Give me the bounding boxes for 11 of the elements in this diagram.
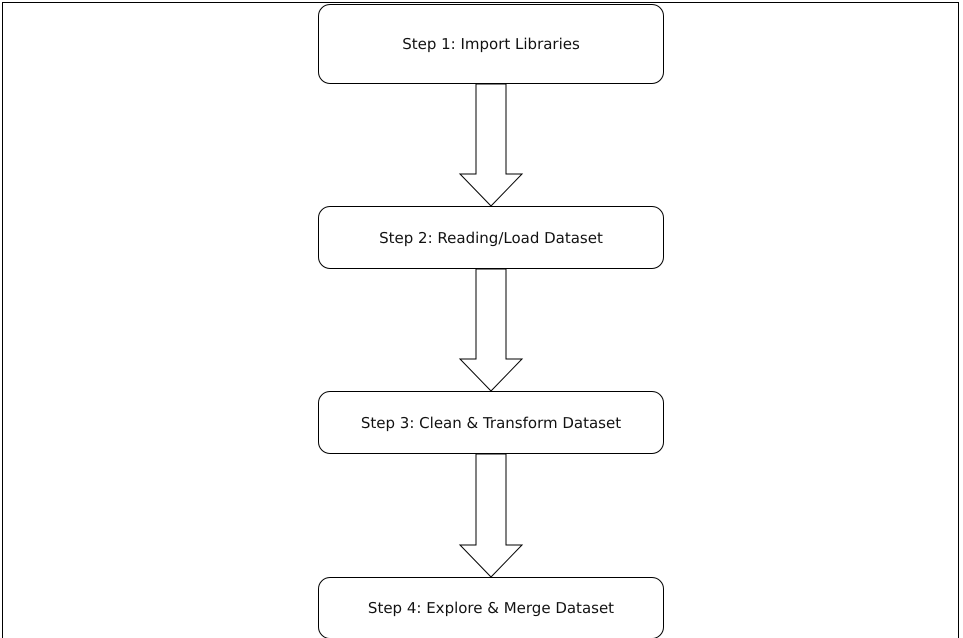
process-box <box>318 391 664 454</box>
step-label: Step 3: Clean & Transform Dataset <box>360 414 622 432</box>
step-label: Step 4: Explore & Merge Dataset <box>368 599 614 617</box>
step-label: Step 1: Import Libraries <box>402 35 580 53</box>
block-arrow <box>458 454 524 578</box>
block-arrow <box>458 84 524 207</box>
process-box <box>318 206 664 269</box>
process-box <box>318 577 664 638</box>
block-arrow <box>458 268 524 392</box>
process-box <box>318 4 664 84</box>
step-label: Step 2: Reading/Load Dataset <box>379 228 603 246</box>
